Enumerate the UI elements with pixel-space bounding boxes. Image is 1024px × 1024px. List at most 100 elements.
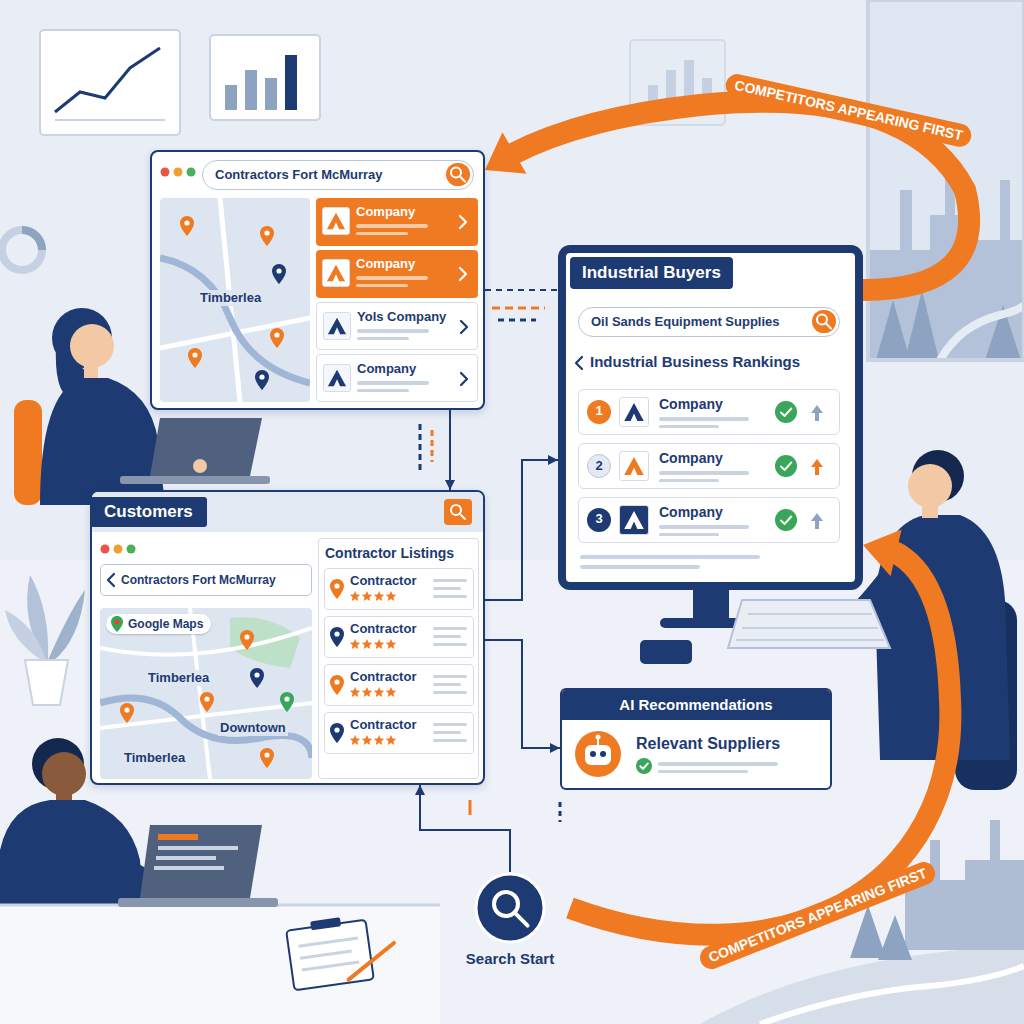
connector-line xyxy=(420,785,510,872)
map-pin xyxy=(284,696,289,701)
rating-star xyxy=(386,687,396,697)
laptop xyxy=(118,825,278,907)
laptop xyxy=(118,898,278,907)
placeholder-line xyxy=(356,284,408,287)
search-bar: Oil Sands Equipment Supplies xyxy=(578,307,840,337)
back-arrow xyxy=(574,356,584,370)
keyboard xyxy=(742,627,878,629)
map-pin xyxy=(200,692,214,712)
search-button xyxy=(444,499,472,525)
map-label: Downtown xyxy=(218,720,288,736)
map-pin xyxy=(255,370,269,390)
rating-star xyxy=(362,735,372,745)
arrow-head xyxy=(415,785,425,795)
wall-chart xyxy=(245,70,257,110)
placeholder-line xyxy=(659,471,749,475)
rank-number: 1 xyxy=(587,400,611,424)
logo-mark xyxy=(620,452,648,480)
landscape xyxy=(760,966,1024,1024)
map-pin-icon xyxy=(330,579,344,599)
window-dots xyxy=(160,167,200,177)
search-start: Search Start xyxy=(450,872,570,972)
company-name: Company xyxy=(659,396,723,413)
man-figure xyxy=(42,752,86,796)
map-pin xyxy=(330,579,344,599)
company-logo xyxy=(619,451,649,481)
chevron xyxy=(458,215,468,229)
logo-mark xyxy=(327,213,345,230)
wall-chart xyxy=(210,35,320,120)
clipboard xyxy=(344,943,398,980)
logo-mark xyxy=(327,265,345,282)
wall-chart xyxy=(22,230,42,250)
logo-mark xyxy=(324,365,350,391)
woman-figure xyxy=(14,400,42,505)
map-pin-icon xyxy=(330,675,344,695)
back-arrow xyxy=(576,357,582,369)
rating-star xyxy=(374,591,384,601)
result-item: Company xyxy=(316,250,478,298)
logo-mark xyxy=(624,457,644,475)
company-logo xyxy=(619,505,649,535)
placeholder-line xyxy=(356,224,428,228)
map-pin xyxy=(264,752,269,757)
map-pin xyxy=(274,332,279,337)
map-pin xyxy=(250,668,264,688)
chevron xyxy=(459,320,469,334)
window-dots xyxy=(100,544,140,554)
connector xyxy=(485,290,558,291)
map-pin xyxy=(260,226,274,246)
wall-chart xyxy=(55,119,165,121)
magnifier-handle xyxy=(826,323,832,329)
check-icon xyxy=(775,401,797,423)
wall xyxy=(0,0,1024,560)
arrow-head xyxy=(485,132,526,174)
listing-item: Contractor xyxy=(324,712,474,754)
search-query: Contractors Fort McMurray xyxy=(121,573,276,587)
plant xyxy=(48,590,85,662)
robot-icon xyxy=(590,751,596,757)
chevron xyxy=(460,216,466,228)
check-icon xyxy=(775,401,797,423)
window-dot xyxy=(101,545,110,554)
motion-dashes xyxy=(559,802,562,822)
wall-chart xyxy=(55,48,160,112)
map-pin xyxy=(259,374,264,379)
laptop xyxy=(140,825,262,898)
logo-mark xyxy=(624,511,644,529)
chevron xyxy=(458,267,468,281)
browser-window: Contractors Fort McMurrayTimberleaCompan… xyxy=(150,150,485,410)
map-pin xyxy=(280,692,294,712)
motion-dashes xyxy=(419,424,422,470)
search-start-icon xyxy=(474,872,546,944)
company-logo xyxy=(619,397,649,427)
logo-mark xyxy=(620,506,648,534)
window-dot xyxy=(127,545,136,554)
map-area: Timberlea xyxy=(160,198,310,402)
check-icon xyxy=(636,758,652,774)
plant xyxy=(5,575,85,705)
window-dot xyxy=(161,168,170,177)
connector xyxy=(415,785,510,872)
panel-text: Relevant Suppliers xyxy=(636,734,780,753)
company-name: Company xyxy=(356,256,415,272)
woman-figure xyxy=(150,418,262,476)
company-name: Company xyxy=(356,204,415,220)
listing-name: Contractor xyxy=(350,573,416,589)
rating-star xyxy=(362,639,372,649)
connector-line xyxy=(485,460,558,600)
map-pin xyxy=(124,707,129,712)
ranking-row: 1 Company xyxy=(578,389,840,435)
rating-star xyxy=(374,735,384,745)
panel-heading: AI Recommendations xyxy=(562,690,830,720)
map-pin xyxy=(254,672,259,677)
map-pin xyxy=(240,630,254,650)
map-pin xyxy=(184,220,189,225)
listing-name: Contractor xyxy=(350,621,416,637)
trend-icon xyxy=(811,405,823,421)
search-bar: Contractors Fort McMurray xyxy=(100,564,312,596)
map-pin xyxy=(188,348,202,368)
map-pin xyxy=(330,723,344,743)
plant xyxy=(5,610,46,662)
